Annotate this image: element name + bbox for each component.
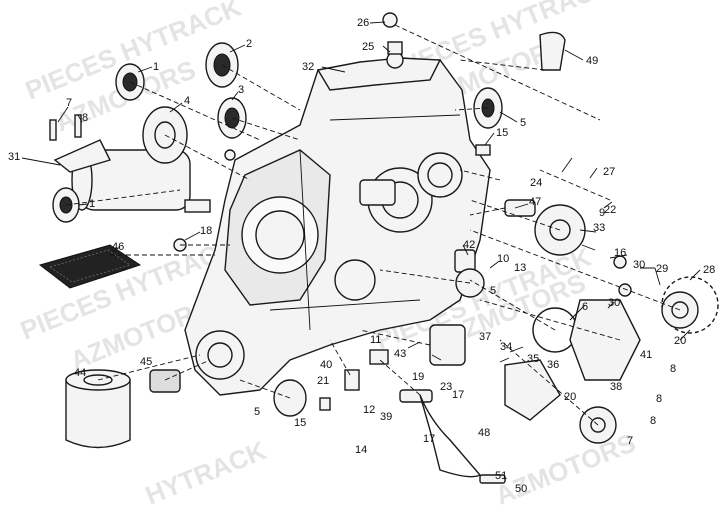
oil-filter [65,369,181,449]
callout-label: 29 [656,263,668,275]
callout-label: 13 [514,262,526,274]
mesh-screen [38,244,142,289]
callout-label: 30 [633,259,645,271]
callout-label: 27 [603,166,615,178]
part-callouts: 1 2 3 4 7 8 31 1 46 18 32 26 25 49 5 15 … [8,17,715,495]
callout-label: 47 [529,196,541,208]
callout-label: 38 [610,381,622,393]
callout-label: 4 [184,95,190,107]
callout-label: 9 [599,207,605,219]
callout-label: 28 [703,264,715,276]
callout-label: 20 [564,391,576,403]
callout-label: 5 [254,406,260,418]
callout-label: 14 [355,444,367,456]
callout-label: 6 [582,301,588,313]
callout-label: 17 [423,433,435,445]
callout-label: 18 [200,225,212,237]
callout-label: 12 [363,404,375,416]
callout-label: 49 [586,55,598,67]
crankcase [184,41,491,396]
callout-label: 46 [112,241,124,253]
callout-label: 15 [294,417,306,429]
callout-label: 39 [380,411,392,423]
callout-label: 21 [317,375,329,387]
callout-label: 11 [370,334,381,346]
leader-lines [21,21,701,363]
starter-motor [53,139,211,213]
callout-label: 24 [530,177,542,189]
callout-label: 8 [650,415,656,427]
callout-label: 7 [66,97,72,109]
callout-label: 23 [440,381,452,393]
assembly-lines [65,24,681,426]
callout-label: 20 [674,335,686,347]
callout-label: 36 [547,359,559,371]
callout-label: 44 [74,367,86,379]
callout-label: 8 [670,363,676,375]
callout-label: 30 [608,297,620,309]
callout-label: 3 [238,84,244,96]
callout-label: 5 [490,285,496,297]
callout-label: 8 [82,112,88,124]
callout-label: 8 [656,393,662,405]
callout-label: 45 [140,356,152,368]
callout-label: 26 [357,17,369,29]
callout-label: 25 [362,41,374,53]
callout-label: 50 [515,483,527,495]
callout-label: 35 [527,353,539,365]
callout-label: 32 [302,61,314,73]
callout-label: 43 [394,348,406,360]
callout-label: 19 [412,371,424,383]
callout-label: 51 [495,470,507,482]
callout-label: 2 [246,38,252,50]
callout-label: 1 [89,198,95,210]
callout-label: 15 [496,127,508,139]
callout-label: 41 [640,349,652,361]
callout-label: 22 [604,204,616,216]
callout-label: 42 [463,239,475,251]
callout-label: 31 [8,151,20,163]
callout-label: 40 [320,359,332,371]
callout-label: 37 [479,331,491,343]
watermark-text: HYTRACK [141,435,270,511]
watermark-text: AZMOTORS [491,427,640,510]
callout-label: 17 [452,389,464,401]
callout-label: 10 [497,253,509,265]
callout-label: 1 [153,61,159,73]
callout-label: 34 [500,341,512,353]
callout-label: 16 [614,247,626,259]
callout-label: 33 [593,222,605,234]
callout-label: 5 [520,117,526,129]
callout-label: 48 [478,427,490,439]
callout-label: 7 [627,435,633,447]
